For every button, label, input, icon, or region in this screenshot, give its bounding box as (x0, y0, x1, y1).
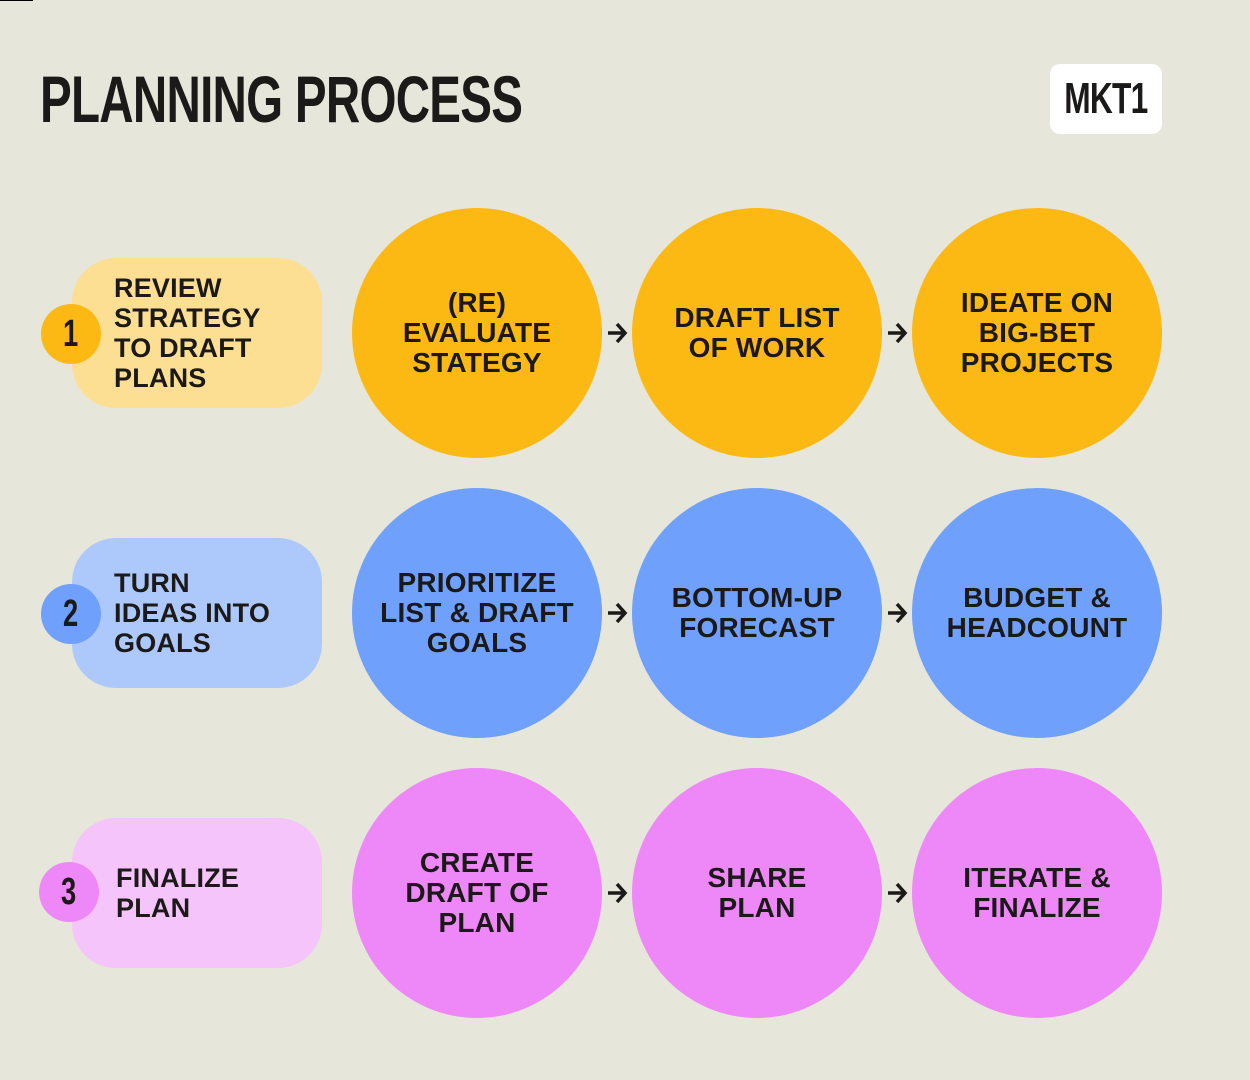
brand-logo: MKT1 (1050, 64, 1162, 134)
step-label: DRAFT LIST OF WORK (674, 302, 840, 363)
stage-label-pill: REVIEW STRATEGY TO DRAFT PLANS (72, 258, 322, 408)
stage-row-3: FINALIZE PLAN 3 CREATE DRAFT OF PLAN SHA… (0, 768, 1250, 1018)
arrow-right-icon (882, 876, 912, 910)
step-circle: PRIORITIZE LIST & DRAFT GOALS (352, 488, 602, 738)
arrow-right-icon (602, 876, 632, 910)
stage-number-badge: 2 (41, 584, 101, 644)
step-circle: BUDGET & HEADCOUNT (912, 488, 1162, 738)
stage-number: 3 (61, 870, 77, 913)
step-label: ITERATE & FINALIZE (963, 862, 1111, 923)
arrow-right-icon (882, 316, 912, 350)
step-circle: ITERATE & FINALIZE (912, 768, 1162, 1018)
step-circle: CREATE DRAFT OF PLAN (352, 768, 602, 1018)
page-title: PLANNING PROCESS (40, 62, 523, 136)
corner-divider (0, 0, 33, 1)
brand-logo-text: MKT1 (1064, 74, 1148, 123)
stage-number: 1 (63, 312, 79, 355)
stage-label-pill: FINALIZE PLAN (72, 818, 322, 968)
stage-label: FINALIZE PLAN (116, 863, 240, 923)
stage-label: TURN IDEAS INTO GOALS (114, 568, 271, 658)
step-circle: (RE) EVALUATE STATEGY (352, 208, 602, 458)
arrow-right-icon (602, 316, 632, 350)
step-label: SHARE PLAN (707, 862, 807, 923)
stage-label-pill: TURN IDEAS INTO GOALS (72, 538, 322, 688)
step-circle: IDEATE ON BIG-BET PROJECTS (912, 208, 1162, 458)
stage-number-badge: 3 (39, 862, 99, 922)
step-circle: SHARE PLAN (632, 768, 882, 1018)
stage-row-1: REVIEW STRATEGY TO DRAFT PLANS 1 (RE) EV… (0, 208, 1250, 458)
step-label: BUDGET & HEADCOUNT (946, 582, 1128, 643)
stage-number-badge: 1 (41, 304, 101, 364)
step-label: PRIORITIZE LIST & DRAFT GOALS (380, 567, 574, 658)
step-label: CREATE DRAFT OF PLAN (405, 847, 549, 938)
step-circle: BOTTOM-UP FORECAST (632, 488, 882, 738)
step-label: IDEATE ON BIG-BET PROJECTS (960, 287, 1114, 378)
arrow-right-icon (882, 596, 912, 630)
step-label: (RE) EVALUATE STATEGY (402, 287, 552, 378)
step-circle: DRAFT LIST OF WORK (632, 208, 882, 458)
step-label: BOTTOM-UP FORECAST (671, 582, 843, 643)
stage-number: 2 (63, 592, 79, 635)
stage-label: REVIEW STRATEGY TO DRAFT PLANS (114, 273, 261, 393)
stage-row-2: TURN IDEAS INTO GOALS 2 PRIORITIZE LIST … (0, 488, 1250, 738)
arrow-right-icon (602, 596, 632, 630)
